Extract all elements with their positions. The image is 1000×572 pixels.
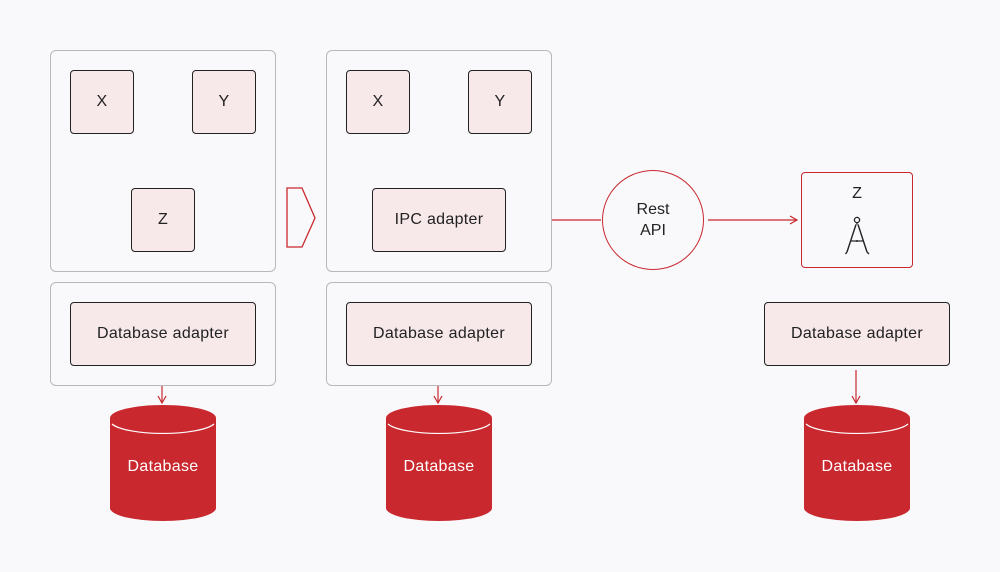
service-y-label: Y <box>494 93 506 110</box>
database-cylinder-2[interactable]: Database <box>384 404 494 522</box>
z-service-label: Z <box>852 185 862 202</box>
database-icon <box>804 405 910 521</box>
service-y-box-2[interactable]: Y <box>468 70 532 134</box>
transition-chevron-icon <box>286 187 316 248</box>
service-z-label: Z <box>157 211 169 228</box>
compass-icon <box>844 216 870 255</box>
service-y-label: Y <box>218 93 230 110</box>
rest-api-node[interactable]: Rest API <box>602 170 704 270</box>
database-cylinder-1[interactable]: Database <box>108 404 218 522</box>
database-adapter-label: Database adapter <box>790 325 923 342</box>
z-service-box[interactable]: Z <box>801 172 913 268</box>
ipc-adapter-box[interactable]: IPC adapter <box>372 188 506 252</box>
database-icon <box>386 405 492 521</box>
database-adapter-box-3[interactable]: Database adapter <box>764 302 950 366</box>
database-label: Database <box>403 458 475 475</box>
service-z-box-1[interactable]: Z <box>131 188 195 252</box>
database-cylinder-3[interactable]: Database <box>802 404 912 522</box>
service-x-box-2[interactable]: X <box>346 70 410 134</box>
database-adapter-box-2[interactable]: Database adapter <box>346 302 532 366</box>
ipc-adapter-label: IPC adapter <box>394 211 484 228</box>
service-y-box-1[interactable]: Y <box>192 70 256 134</box>
rest-api-line2: API <box>640 222 666 239</box>
service-x-box-1[interactable]: X <box>70 70 134 134</box>
service-x-label: X <box>372 93 384 110</box>
database-adapter-label: Database adapter <box>372 325 505 342</box>
rest-api-line1: Rest <box>636 201 670 218</box>
database-adapter-label: Database adapter <box>96 325 229 342</box>
service-x-label: X <box>96 93 108 110</box>
database-label: Database <box>127 458 199 475</box>
database-label: Database <box>821 458 893 475</box>
database-icon <box>110 405 216 521</box>
database-adapter-box-1[interactable]: Database adapter <box>70 302 256 366</box>
